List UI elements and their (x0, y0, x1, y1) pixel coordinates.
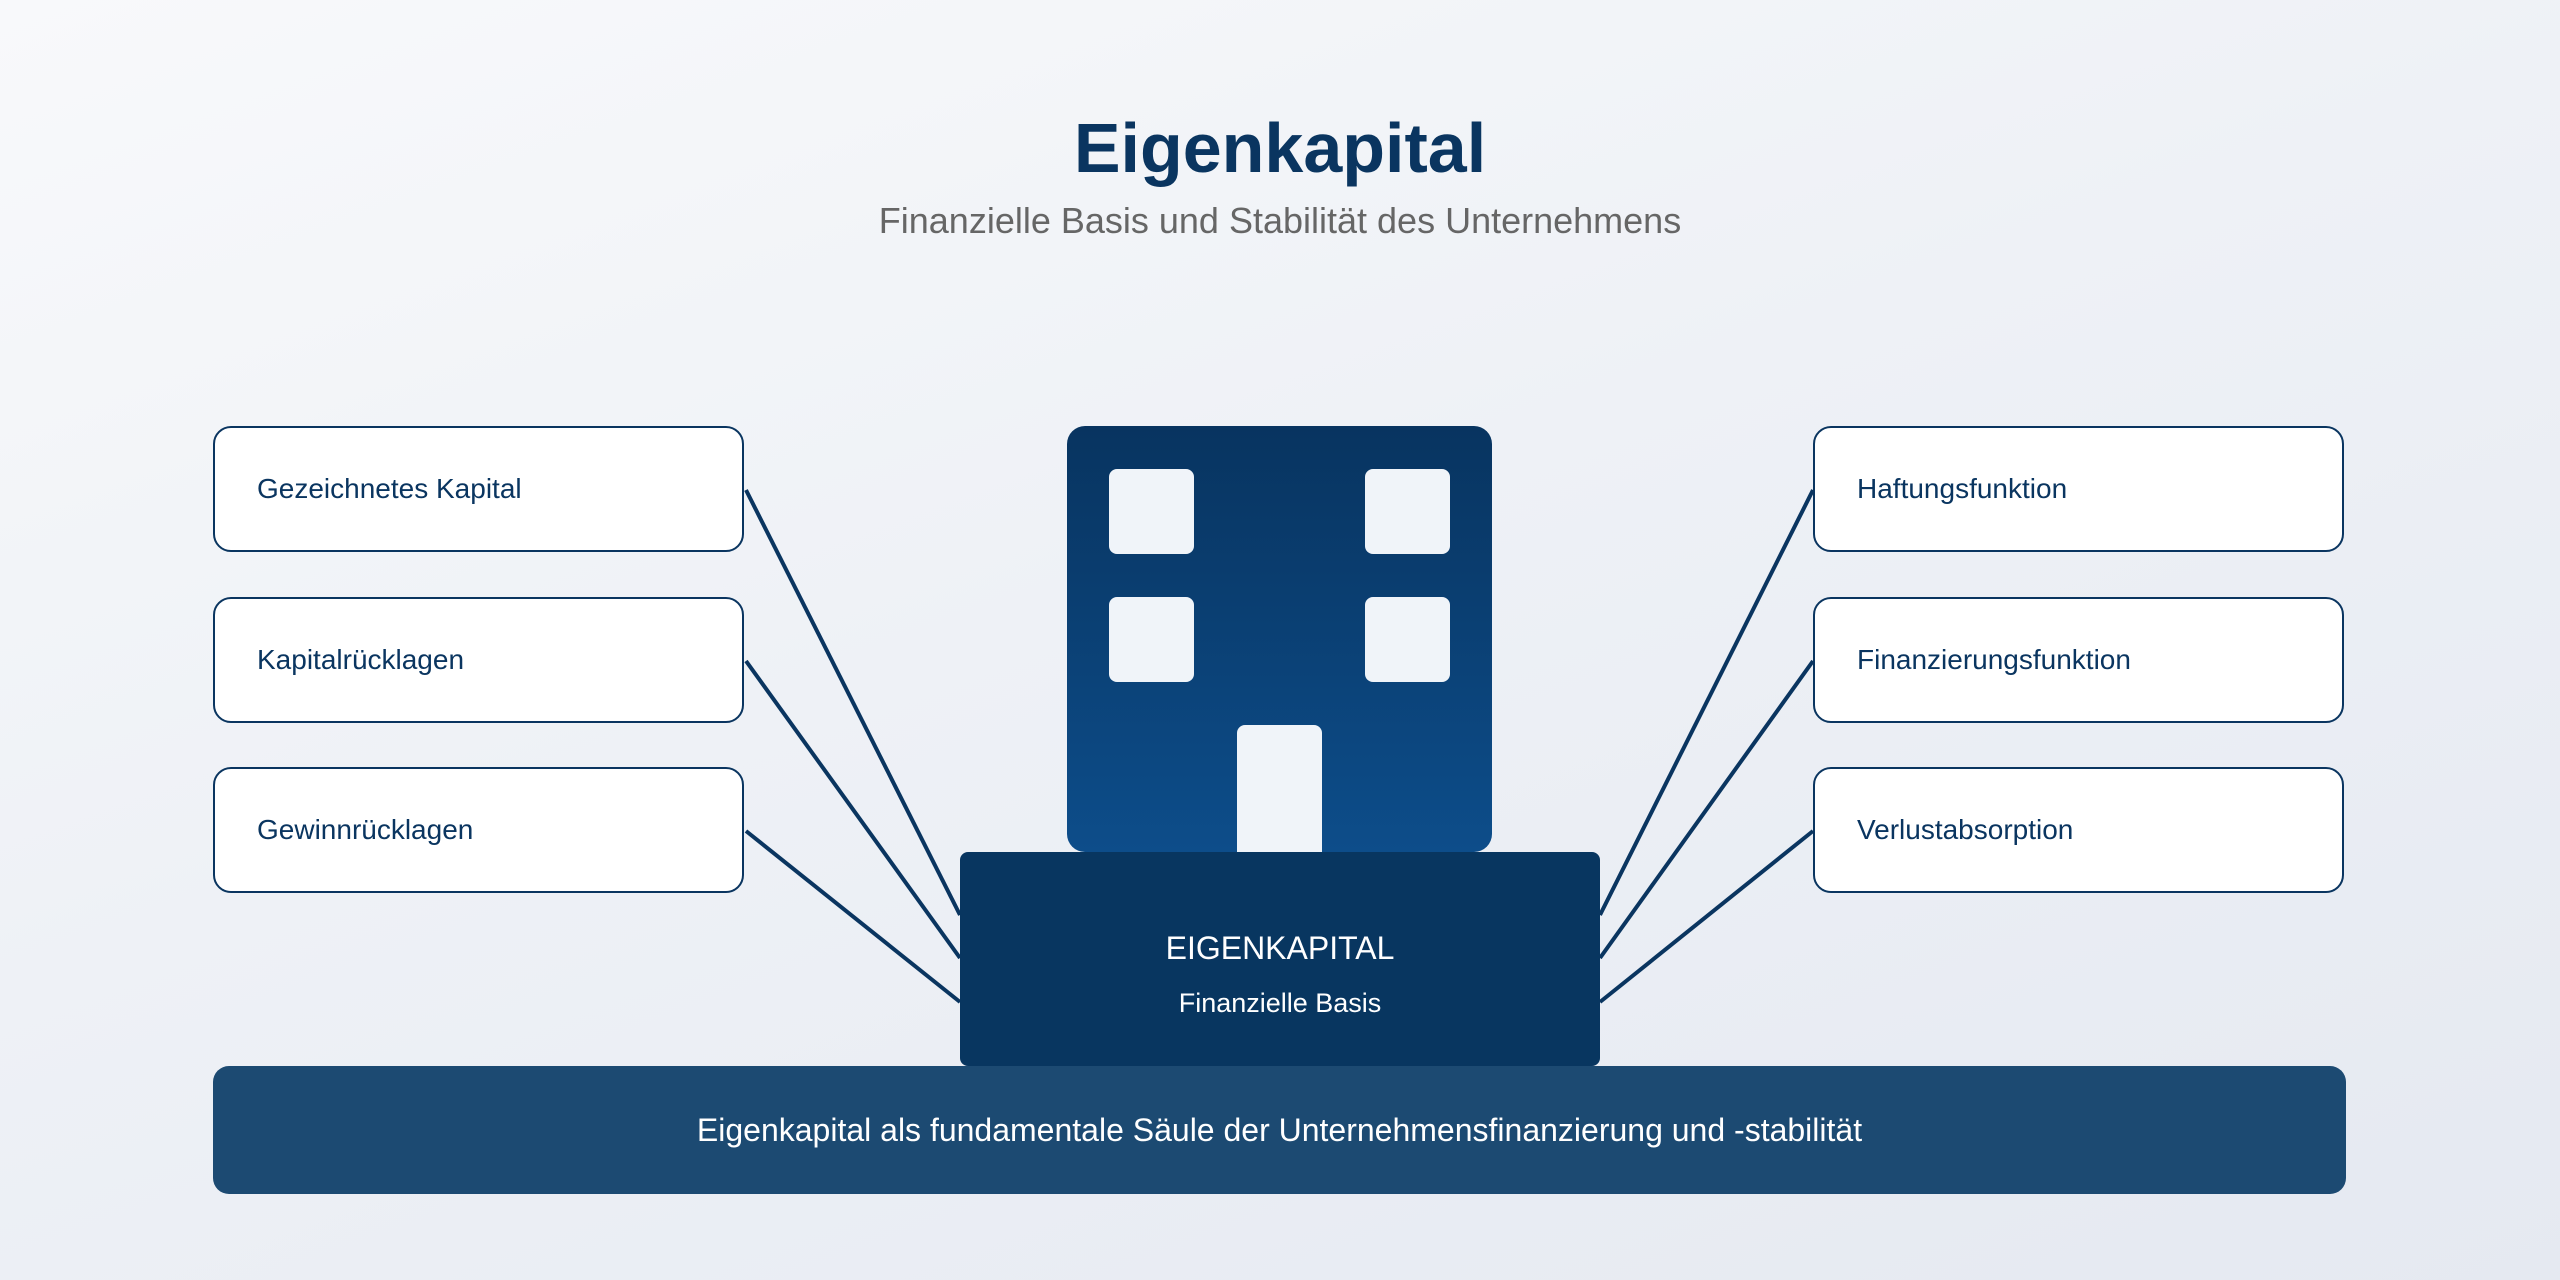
item-label: Kapitalrücklagen (257, 644, 465, 675)
page-subtitle: Finanzielle Basis und Stabilität des Unt… (878, 200, 1682, 241)
right-item-haftungsfunktion: Haftungsfunktion (1813, 426, 2344, 552)
right-item-finanzierungsfunktion: Finanzierungsfunktion (1813, 597, 2344, 723)
left-item-gewinnruecklagen: Gewinnrücklagen (213, 767, 744, 893)
item-label: Haftungsfunktion (1857, 473, 2068, 504)
door-icon (1237, 725, 1322, 852)
connector-line (1598, 489, 1815, 916)
right-item-verlustabsorption: Verlustabsorption (1813, 767, 2344, 893)
left-item-gezeichnetes-kapital: Gezeichnetes Kapital (213, 426, 744, 552)
window-icon (1365, 597, 1450, 682)
building-icon (1067, 426, 1492, 852)
page-title: Eigenkapital (1073, 109, 1487, 187)
item-label: Finanzierungsfunktion (1857, 644, 2131, 675)
window-icon (1365, 469, 1450, 554)
center-foundation: EIGENKAPITAL Finanzielle Basis (960, 852, 1600, 1066)
footer-text: Eigenkapital als fundamentale Säule der … (696, 1111, 1863, 1148)
connector-line (744, 489, 962, 916)
window-icon (1109, 469, 1194, 554)
center-label: EIGENKAPITAL (1165, 930, 1395, 966)
connector-line (1598, 659, 1815, 960)
connector-line (744, 659, 962, 960)
item-label: Gewinnrücklagen (257, 814, 474, 845)
footer-bar: Eigenkapital als fundamentale Säule der … (213, 1066, 2346, 1194)
connector-line (744, 829, 962, 1004)
left-item-kapitalruecklagen: Kapitalrücklagen (213, 597, 744, 723)
item-label: Verlustabsorption (1857, 814, 2074, 845)
connector-line (1598, 829, 1815, 1004)
center-sublabel: Finanzielle Basis (1178, 988, 1382, 1018)
item-label: Gezeichnetes Kapital (257, 473, 522, 504)
window-icon (1109, 597, 1194, 682)
